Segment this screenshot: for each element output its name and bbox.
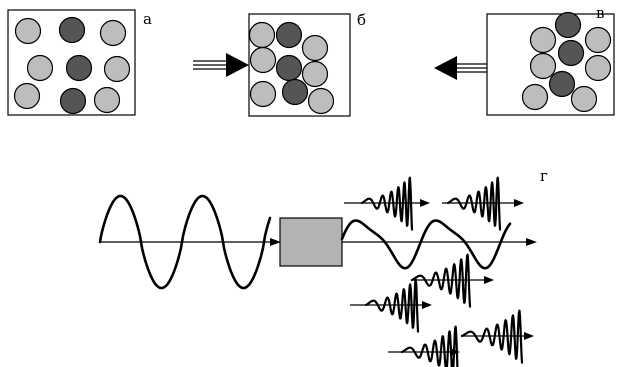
- particle-light: [248, 21, 276, 49]
- wave-packet: [344, 176, 430, 231]
- particle-light: [99, 19, 127, 47]
- filter-block: [279, 217, 343, 267]
- particle-dark: [275, 54, 303, 82]
- panel-a-particles: [13, 16, 131, 115]
- panel-a-label: а: [143, 10, 152, 28]
- particle-light: [301, 34, 329, 62]
- wave-packet: [442, 176, 524, 231]
- panel-b-label: б: [357, 11, 366, 29]
- particle-light: [529, 52, 557, 80]
- panel-v: в: [486, 4, 615, 116]
- particle-light: [521, 83, 549, 111]
- particle-light: [13, 82, 41, 110]
- particle-light: [249, 46, 277, 74]
- particle-light: [307, 87, 335, 115]
- particle-dark: [58, 16, 86, 44]
- input-sine-wave: [98, 194, 272, 290]
- particle-light: [570, 85, 598, 113]
- wave-packet: [410, 253, 494, 308]
- particle-light: [301, 60, 329, 88]
- panel-g: г: [98, 167, 548, 367]
- panel-b-particles: [248, 21, 335, 115]
- panel-v-label: в: [596, 4, 604, 22]
- wave-packet: [350, 278, 432, 333]
- particle-dark: [281, 78, 309, 106]
- particle-light: [14, 17, 42, 45]
- particle-dark: [275, 21, 303, 49]
- arrow-right: [193, 53, 249, 77]
- arrow-left: [434, 56, 487, 80]
- particle-dark: [59, 87, 87, 115]
- particle-light: [584, 26, 612, 54]
- panel-v-particles: [521, 11, 612, 113]
- wave-packets: [344, 176, 534, 367]
- panel-b: б: [248, 11, 366, 117]
- particle-light: [529, 26, 557, 54]
- particle-dark: [554, 11, 582, 39]
- output-distorted-wave: [340, 219, 512, 270]
- particle-light: [93, 86, 121, 114]
- particle-light: [249, 80, 277, 108]
- particle-light: [103, 55, 131, 83]
- panel-a: а: [7, 9, 152, 116]
- wave-packet: [388, 325, 460, 367]
- panel-g-label: г: [540, 167, 548, 185]
- particle-dark: [557, 39, 585, 67]
- particle-light: [584, 54, 612, 82]
- particle-dark: [65, 54, 93, 82]
- particle-dark: [548, 70, 576, 98]
- particle-light: [26, 54, 54, 82]
- wave-packet: [460, 309, 534, 364]
